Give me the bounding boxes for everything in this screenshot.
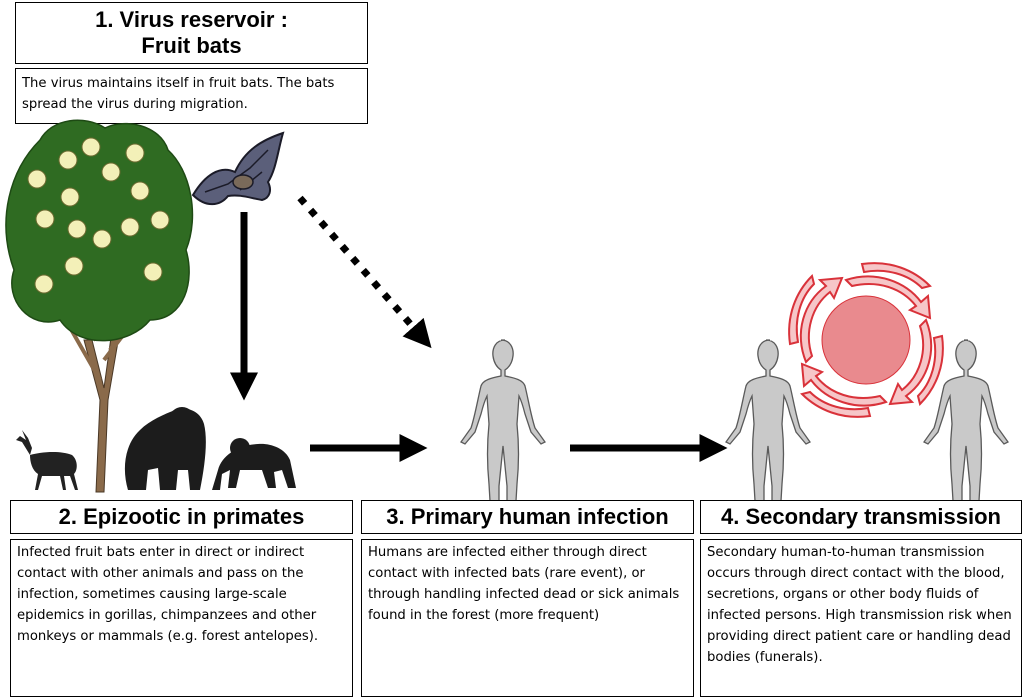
epizootic-title: 2. Epizootic in primates (10, 500, 353, 534)
primary-infection-description: Humans are infected either through direc… (361, 539, 694, 697)
chimpanzee-icon (212, 438, 296, 490)
reservoir-title-line1: 1. Virus reservoir : (95, 7, 288, 32)
primary-infection-title: 3. Primary human infection (361, 500, 694, 534)
reservoir-title-line2: Fruit bats (141, 33, 242, 58)
secondary-transmission-description: Secondary human-to-human transmission oc… (700, 539, 1022, 697)
gorilla-icon (124, 407, 206, 490)
arrow-bat-to-human-dotted (297, 195, 432, 349)
epizootic-description: Infected fruit bats enter in direct or i… (10, 539, 353, 697)
human-infected-icon (725, 339, 811, 500)
reservoir-description: The virus maintains itself in fruit bats… (15, 68, 368, 124)
illustration (5, 119, 1009, 500)
fruit-tree-icon (5, 119, 194, 493)
reservoir-title-box: 1. Virus reservoir : Fruit bats (15, 2, 368, 64)
bat-icon (191, 131, 285, 206)
human-primary-icon (460, 339, 546, 500)
secondary-transmission-title: 4. Secondary transmission (700, 500, 1022, 534)
antelope-icon (16, 430, 78, 490)
virus-swirl-icon (788, 262, 944, 418)
